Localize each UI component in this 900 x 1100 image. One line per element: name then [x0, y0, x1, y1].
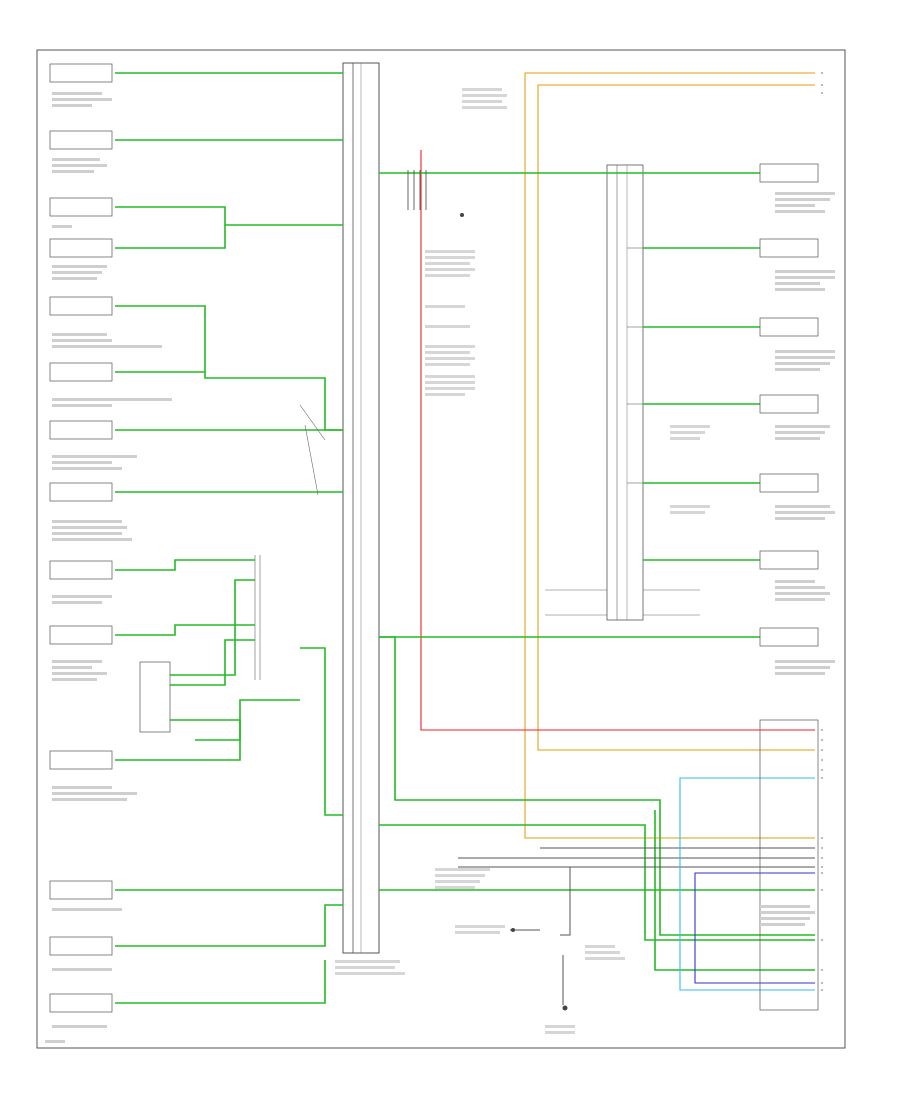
label-placeholders-center: [335, 88, 710, 1034]
red-wire: [420, 150, 815, 731]
blue-wire: [694, 872, 815, 984]
right-splice-block: [606, 164, 644, 621]
tan-wire-outer: [524, 72, 815, 839]
ground-point-bottom: [562, 1005, 568, 1011]
label-placeholders-left: [45, 92, 172, 1043]
right-block-taps: [545, 247, 700, 616]
tan-wire-inner: [537, 84, 815, 751]
right-module-boxes: [759, 163, 819, 1011]
green-wires-right: [379, 172, 815, 971]
light-blue-wire: [679, 777, 815, 991]
left-module-boxes: [49, 63, 171, 1013]
ground-point-top: [460, 213, 464, 217]
gray-wires-right: [458, 847, 815, 1005]
ground-point-mid: [511, 928, 515, 932]
central-splice-block: [342, 62, 380, 954]
red-connector-pins: [407, 170, 427, 210]
diagram-frame: [36, 49, 846, 1049]
label-placeholders-right: [760, 192, 835, 926]
green-wires-left: [115, 72, 343, 1004]
right-edge-pin-markers: [821, 72, 823, 991]
inline-connector-marks: [254, 404, 326, 680]
